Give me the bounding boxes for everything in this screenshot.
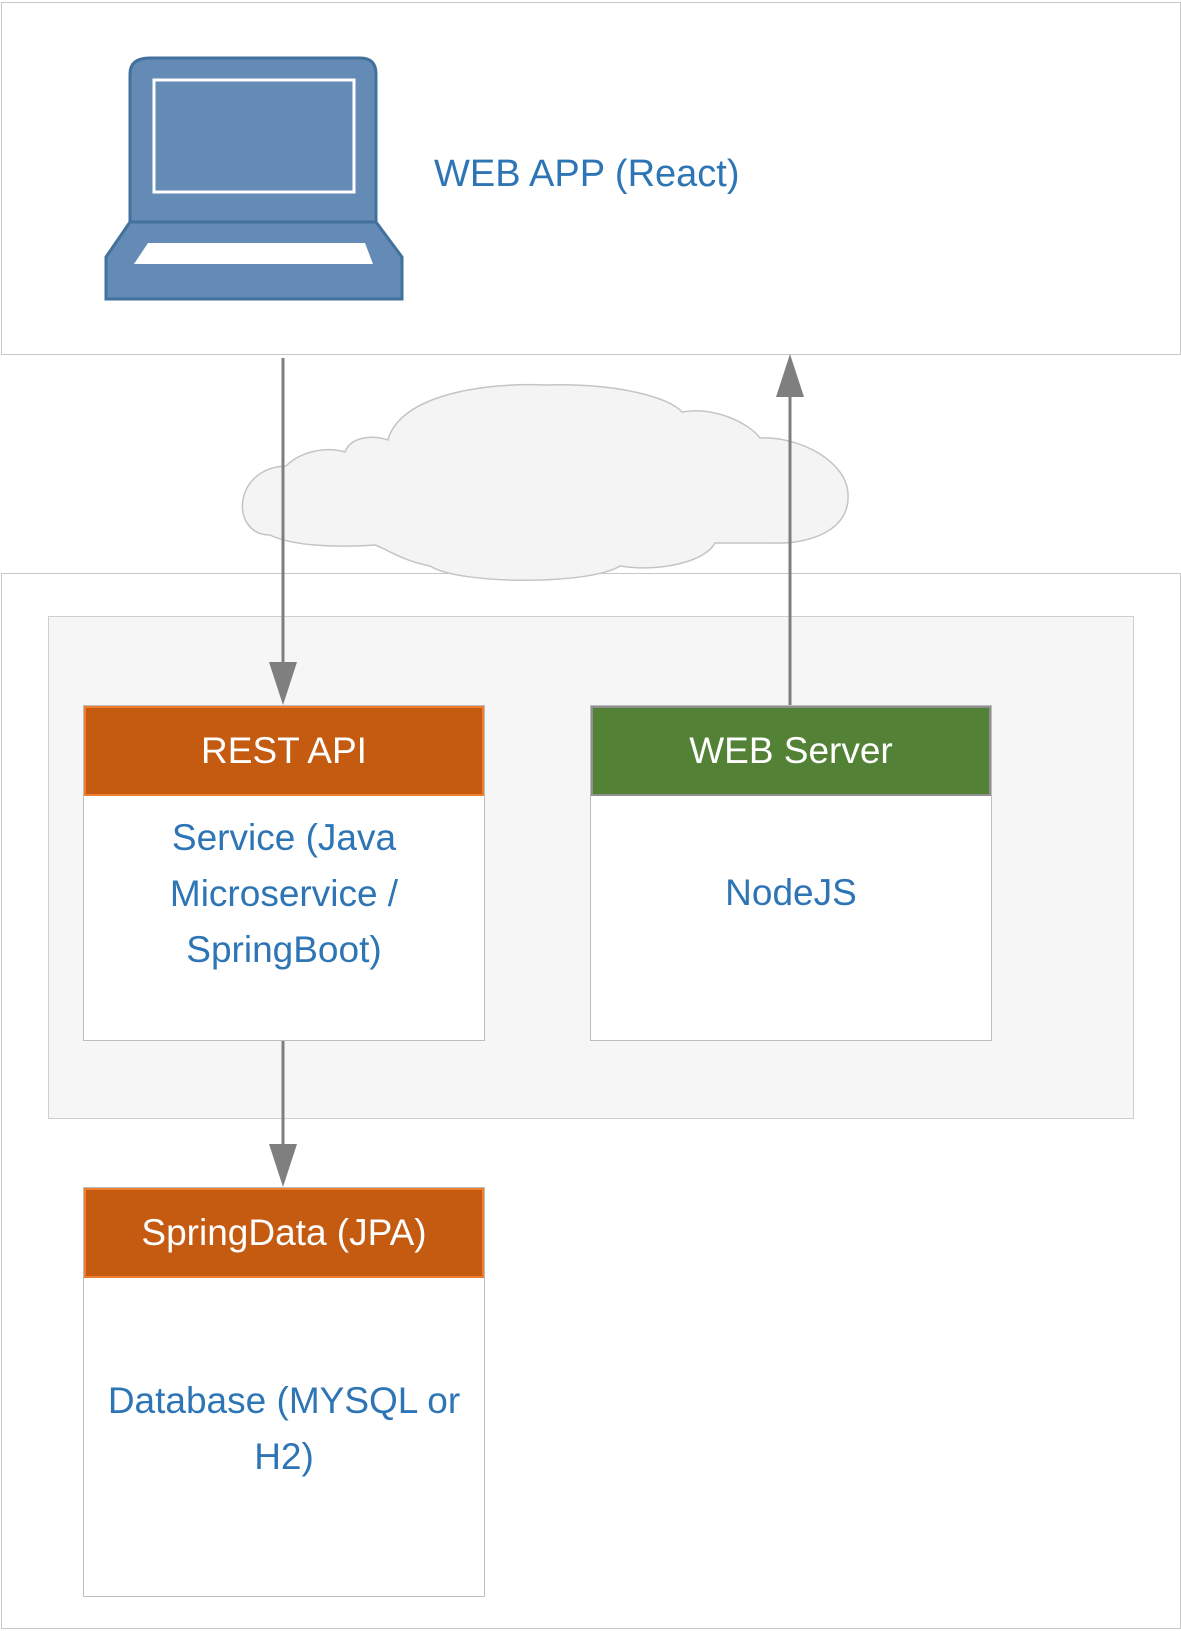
rest-api-header: REST API [84,706,484,796]
database-description: Database (MYSQL or H2) [107,1380,461,1477]
rest-api-box: REST API Service (Java Microservice / Sp… [83,705,485,1041]
web-app-label: WEB APP (React) [434,153,740,195]
web-server-box: WEB Server NodeJS [590,705,992,1041]
cloud-icon [241,383,849,581]
web-server-description: NodeJS [725,872,857,913]
rest-api-description: Service (Java Microservice / SpringBoot) [169,817,399,970]
spring-data-header: SpringData (JPA) [84,1188,484,1278]
spring-data-box: SpringData (JPA) Database (MYSQL or H2) [83,1187,485,1597]
web-server-header: WEB Server [591,706,991,796]
